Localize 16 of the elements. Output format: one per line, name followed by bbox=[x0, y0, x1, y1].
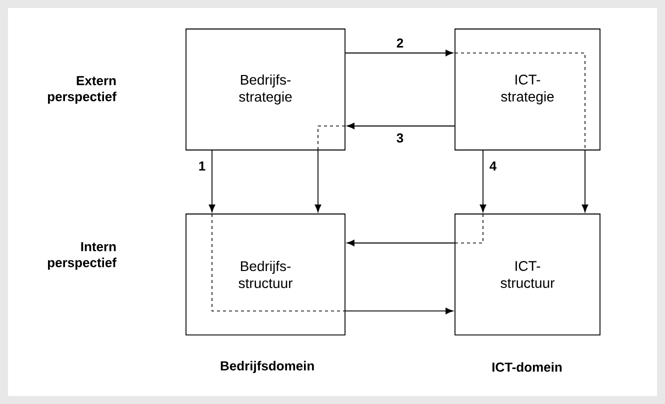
arrow bbox=[346, 240, 455, 246]
axis-label: Bedrijfsdomein bbox=[220, 360, 314, 374]
arrow bbox=[345, 50, 454, 56]
arrow bbox=[582, 150, 588, 212]
process-box: Bedrijfs- structuur bbox=[186, 214, 346, 336]
process-box: ICT- structuur bbox=[454, 214, 600, 336]
axis-label: ICT-domein bbox=[492, 362, 562, 372]
process-box: ICT- strategie bbox=[454, 28, 600, 150]
process-box: Bedrijfs- strategie bbox=[186, 28, 346, 150]
arrow bbox=[346, 122, 455, 130]
arrow bbox=[480, 150, 486, 212]
arrow bbox=[314, 150, 322, 212]
arrow bbox=[208, 150, 216, 212]
axis-label: Extern perspectief bbox=[48, 76, 116, 104]
arrow bbox=[345, 308, 454, 314]
axis-label: Intern perspectief bbox=[48, 242, 116, 270]
